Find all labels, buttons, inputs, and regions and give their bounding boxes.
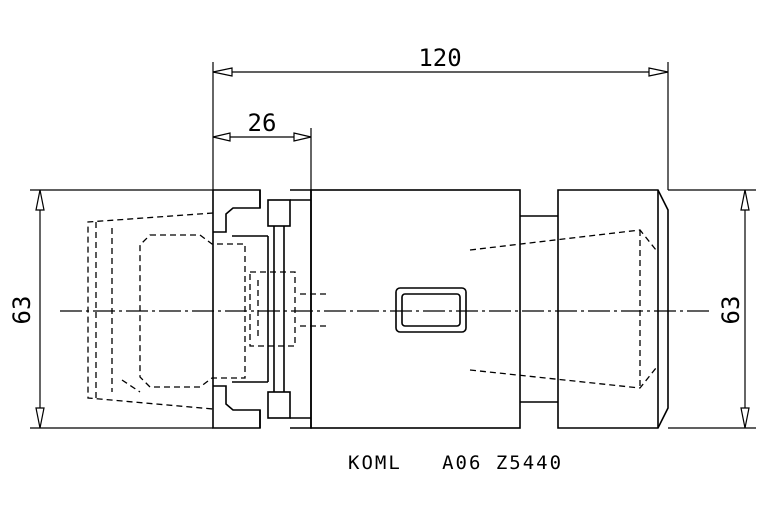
dimension-right-diameter-label: 63: [717, 296, 745, 325]
dimension-overall-length: 120: [212, 44, 669, 190]
dimension-left-diameter-label: 63: [8, 296, 36, 325]
dimension-flange-length-label: 26: [248, 109, 277, 137]
dimension-overall-length-label: 120: [418, 44, 461, 72]
main-block: [310, 189, 521, 429]
dimension-right-diameter: 63: [668, 189, 756, 429]
dimension-flange-length: 26: [212, 109, 312, 190]
neck-section: [520, 215, 558, 403]
hidden-left-end: [87, 212, 246, 410]
right-collet-body: [469, 189, 669, 429]
drawing-caption: KOML A06 Z5440: [348, 452, 564, 474]
dimension-left-diameter: 63: [8, 189, 213, 429]
flange-body: [212, 189, 330, 429]
